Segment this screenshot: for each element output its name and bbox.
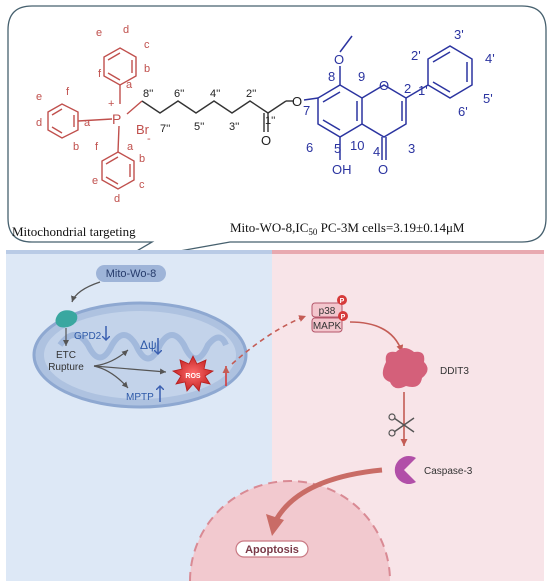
flavone-label: 4: [373, 144, 380, 159]
flavone-label: 10: [350, 138, 364, 153]
flavone-label: 2: [404, 81, 411, 96]
caspase-3-label: Caspase-3: [424, 466, 473, 477]
gpd2-label: GPD2: [74, 331, 102, 342]
chain-label: 7'': [160, 123, 170, 135]
ring-letter: f: [95, 141, 99, 153]
chain-label: 4'': [210, 88, 220, 100]
entry-arrow: [71, 281, 101, 303]
ddit3-protein-icon: [382, 348, 428, 389]
ring-letter: e: [92, 175, 98, 187]
mitochondrial-targeting-label: Mitochondrial targeting: [12, 224, 136, 239]
mapk-label: MAPK: [313, 321, 342, 332]
flavone-label: 8: [328, 69, 335, 84]
branch-to-delta-psi: [93, 349, 129, 367]
p38-label: p38: [319, 306, 336, 317]
flavone-label: 2': [411, 48, 421, 63]
branch-to-ros: [93, 365, 167, 375]
phospho-icon: [337, 295, 347, 305]
ddit3-label: DDIT3: [440, 366, 469, 377]
ros-label: ROS: [185, 373, 201, 380]
phospho-icon: [338, 311, 348, 321]
ring-letter: c: [144, 39, 150, 51]
ring-oxygen: O: [379, 78, 389, 93]
bromide-ion: Br: [136, 122, 150, 137]
ring-letter: d: [123, 24, 129, 36]
phospho-label: P: [340, 298, 345, 305]
flavone-core: O OH O O 8 7 6 5 9 10 4 3: [303, 27, 495, 177]
phospho-label: P: [341, 314, 346, 321]
flavone-label: 4': [485, 51, 495, 66]
flavone-label: 9: [358, 69, 365, 84]
chain-label: 1'': [265, 115, 275, 127]
ic50-caption: Mito-WO-8,IC50 PC-3M cells=3.19±0.14μM: [230, 220, 465, 237]
delta-psi-label: Δψ: [140, 338, 157, 352]
phenyl-ring-left: [47, 103, 79, 139]
ring-letter: d: [36, 117, 42, 129]
ring-letter: b: [144, 63, 150, 75]
chemical-structure-panel: P + Br - e d c b a f e f d a b f a b c e…: [7, 5, 547, 263]
ester-oxygen: O: [292, 94, 302, 109]
branch-to-mptp: [93, 365, 129, 389]
chain-label: 3'': [229, 121, 239, 133]
chain-label: 5'': [194, 121, 204, 133]
chain-label: 6'': [174, 88, 184, 100]
mptp-label: MPTP: [126, 392, 154, 403]
ring-letter: a: [84, 117, 91, 129]
chromone-carbonyl-oxygen: O: [378, 162, 388, 177]
caspase-to-apoptosis-arrow: [273, 467, 383, 522]
hydroxyl-group: OH: [332, 162, 352, 177]
flavone-label: 6': [458, 104, 468, 119]
ring-letter: e: [36, 91, 42, 103]
apoptosis-pill: [235, 540, 309, 558]
methoxy-oxygen: O: [334, 52, 344, 67]
chain-label: 8'': [143, 88, 153, 100]
carbonyl-oxygen: O: [261, 133, 271, 148]
pathway-diagram: Mito-Wo-8 GPD2 ETC Rupture Δψ MPTP ROS: [6, 250, 544, 581]
flavone-label: 3': [454, 27, 464, 42]
ring-letter: f: [66, 86, 70, 98]
etc-label: ETC: [56, 350, 76, 361]
rupture-label: Rupture: [48, 362, 84, 373]
ring-letter: e: [96, 27, 102, 39]
flavone-label: 6: [306, 140, 313, 155]
alkyl-linker-chain: O O 8'' 7'' 6'' 5'' 4'' 3'' 2'' 1'': [141, 88, 302, 148]
compound-pill: [96, 265, 166, 282]
p38-to-ddit3-arrow: [349, 321, 404, 353]
flavone-label: 5: [334, 141, 341, 156]
ring-letter: b: [139, 153, 145, 165]
compound-pill-label: Mito-Wo-8: [106, 268, 157, 280]
p38-mapk-complex: p38 MAPK P P: [311, 295, 348, 333]
triphenylphosphonium-group: P + Br - e d c b a f e f d a b f a b c e…: [36, 24, 151, 205]
phosphonium-charge: +: [108, 98, 114, 110]
flavone-label: 1': [418, 83, 428, 98]
bromide-charge: -: [147, 133, 151, 145]
phenyl-ring-bottom: [101, 151, 135, 190]
membrane-right: [272, 250, 544, 254]
ring-letter: c: [139, 179, 145, 191]
ros-to-p38-arrow: [231, 315, 307, 365]
ring-letter: f: [98, 68, 102, 80]
ring-letter: b: [73, 141, 79, 153]
cleavage-scissors-icon: [388, 413, 415, 437]
ring-letter: d: [114, 193, 120, 205]
chain-label: 2'': [246, 88, 256, 100]
apoptosis-arrowhead: [266, 514, 284, 536]
membrane-left: [6, 250, 272, 254]
gpd2-protein-icon: [55, 310, 78, 328]
ring-letter: a: [126, 79, 133, 91]
flavone-label: 3: [408, 141, 415, 156]
flavone-label: 5': [483, 91, 493, 106]
phosphorus-atom: P: [112, 111, 121, 127]
apoptosis-label: Apoptosis: [245, 544, 299, 556]
ring-letter: a: [127, 141, 134, 153]
flavone-label: 7: [303, 103, 310, 118]
ros-burst-icon: [171, 355, 215, 392]
caspase-3-protein-icon: [394, 456, 416, 485]
